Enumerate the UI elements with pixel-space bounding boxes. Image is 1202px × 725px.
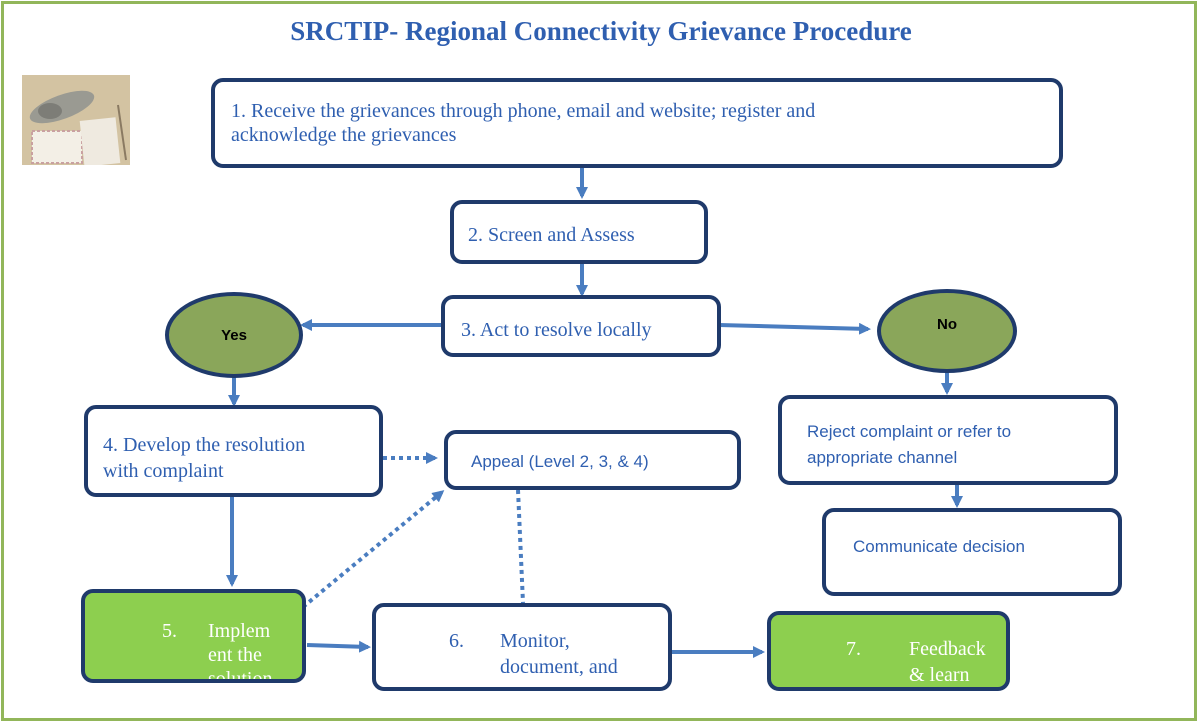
step-6-text-line1: Monitor, (500, 630, 570, 652)
diagram-title: SRCTIP- Regional Connectivity Grievance … (290, 16, 912, 46)
reject-or-refer-box: Reject complaint or refer to appropriate… (778, 395, 1118, 485)
step-5-implement-box: 5. Implem ent the solution (81, 589, 306, 683)
step-1-text-line1: 1. Receive the grievances through phone,… (231, 100, 816, 122)
no-label: No (937, 315, 957, 333)
step-3-text: 3. Act to resolve locally (461, 319, 652, 341)
appeal-text: Appeal (Level 2, 3, & 4) (471, 452, 649, 471)
communicate-decision-box: Communicate decision (822, 508, 1122, 596)
step-5-number: 5. (162, 620, 177, 642)
step-5-text-line3: solution (208, 668, 273, 683)
step-7-number: 7. (846, 638, 861, 660)
step-5-text-line2: ent the (208, 644, 262, 666)
step-7-text-line1: Feedback (909, 638, 986, 660)
reject-text-line2: appropriate channel (807, 448, 958, 467)
appeal-box: Appeal (Level 2, 3, & 4) (444, 430, 741, 490)
decision-yes-oval: Yes (165, 292, 303, 378)
step-4-develop-box: 4. Develop the resolution with complaint (84, 405, 383, 497)
decision-no-oval: No (877, 289, 1017, 373)
step-6-text-line2: document, and (500, 656, 618, 678)
step-7-text-line2: & learn (909, 664, 970, 686)
step-2-screen-box: 2. Screen and Assess (450, 200, 708, 264)
step-4-text-line2: with complaint (103, 460, 224, 482)
communicate-text: Communicate decision (853, 537, 1025, 556)
telephone-mail-photo (22, 75, 130, 165)
step-2-text: 2. Screen and Assess (468, 224, 635, 246)
step-3-act-box: 3. Act to resolve locally (441, 295, 721, 357)
step-1-receive-box: 1. Receive the grievances through phone,… (211, 78, 1063, 168)
reject-text-line1: Reject complaint or refer to (807, 422, 1012, 441)
step-5-text-line1: Implem (208, 620, 271, 642)
step-6-monitor-box: 6. Monitor, document, and (372, 603, 672, 691)
yes-label: Yes (221, 326, 247, 344)
step-1-text-line2: acknowledge the grievances (231, 124, 457, 146)
step-6-number: 6. (449, 630, 464, 652)
step-4-text-line1: 4. Develop the resolution (103, 434, 306, 456)
step-7-feedback-box: 7. Feedback & learn (767, 611, 1010, 691)
